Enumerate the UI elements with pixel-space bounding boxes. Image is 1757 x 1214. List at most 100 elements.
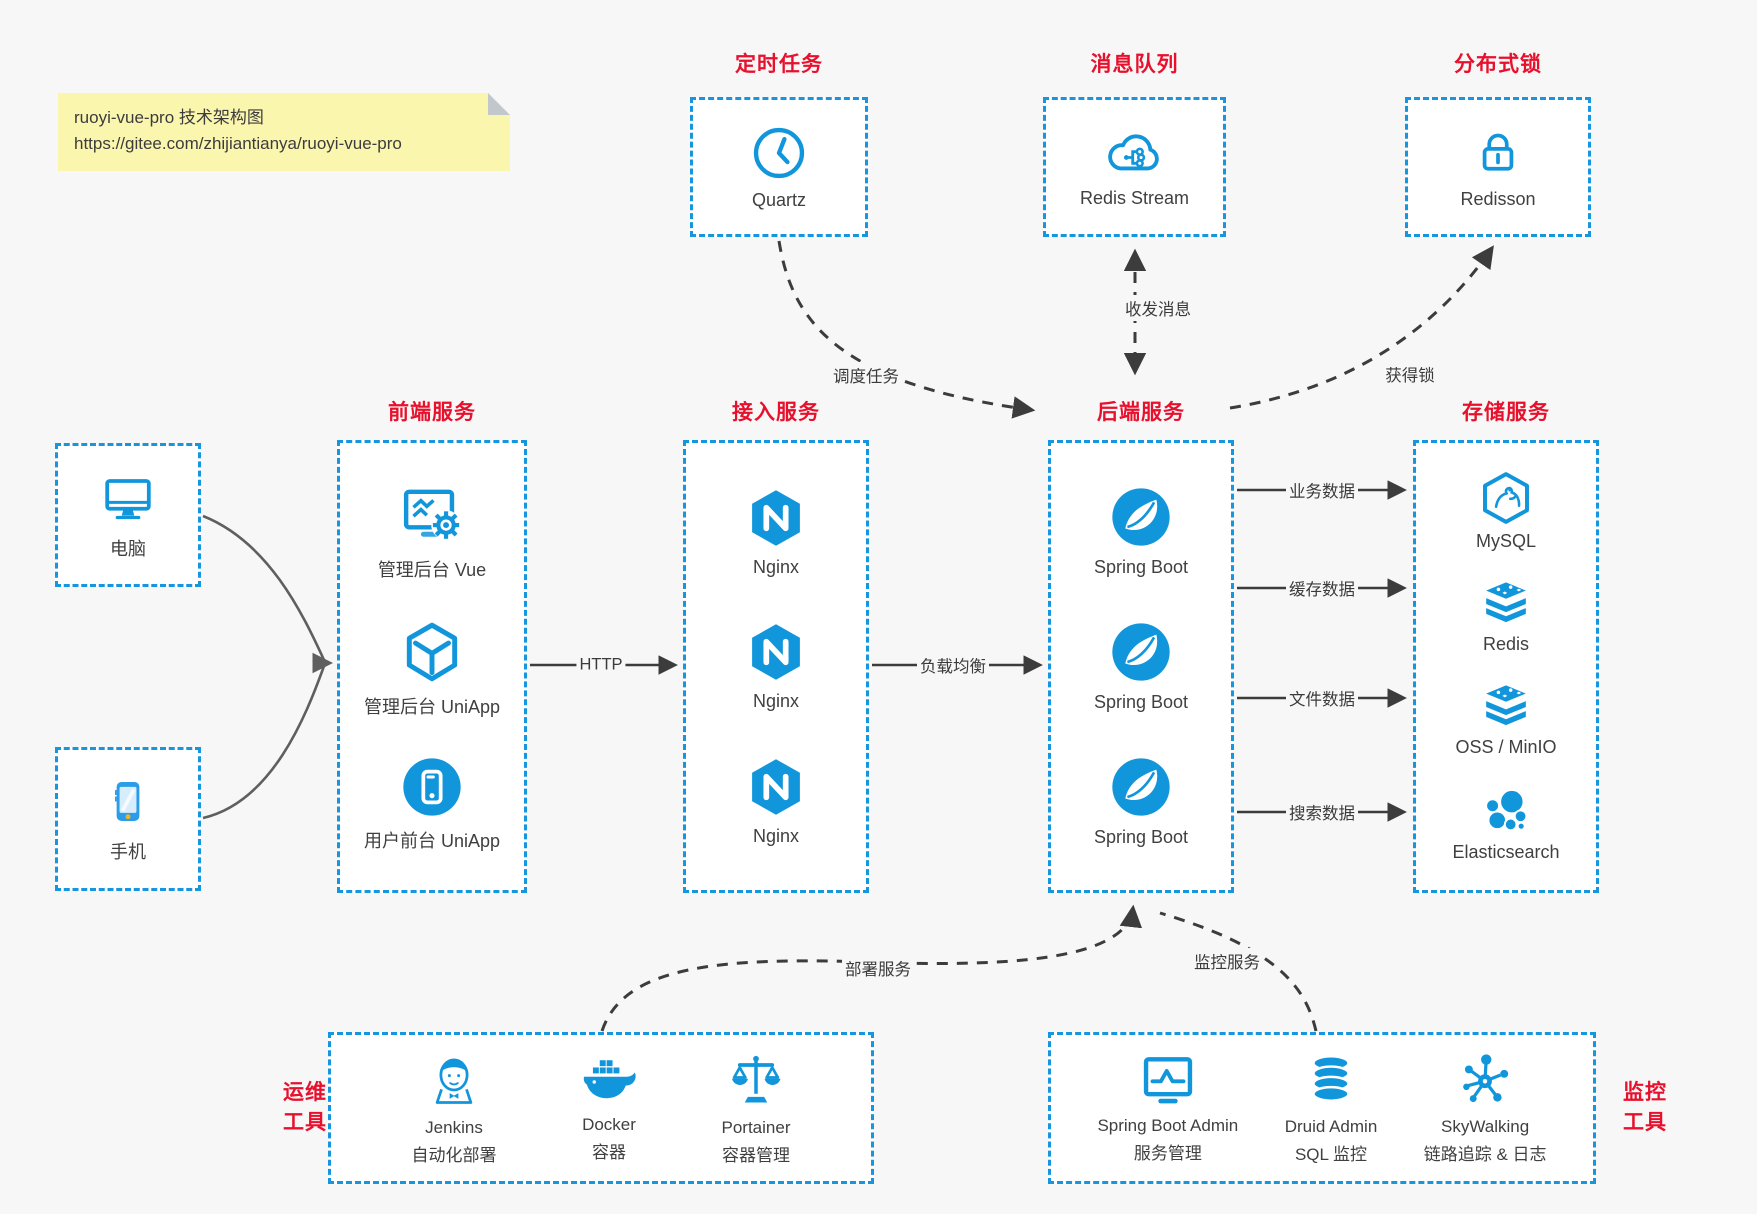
nginx-node: Nginx: [745, 621, 807, 712]
mysql-icon: [1483, 472, 1529, 524]
edge-label-monitor: 监控服务: [1191, 948, 1263, 974]
portainer-scales-icon: [731, 1055, 781, 1103]
phone-icon: [115, 781, 140, 821]
edge-label-load-balance: 负载均衡: [917, 652, 989, 678]
node-label: 手机: [110, 842, 146, 862]
node-label: 管理后台 UniApp: [363, 696, 501, 717]
database-icon: [1312, 1055, 1350, 1102]
monitor-side-label-line2: 工具: [1623, 1111, 1667, 1134]
mq-group-box: Redis Stream: [1043, 97, 1226, 237]
note-url: https://gitee.com/zhijiantianya/ruoyi-vu…: [74, 134, 402, 153]
edge-label-schedule: 调度任务: [830, 362, 902, 388]
elasticsearch-icon: [1485, 789, 1528, 832]
column-title-storage: 存储服务: [1462, 401, 1550, 424]
spring-icon: [1112, 488, 1170, 546]
uniapp-cube-icon: [406, 622, 458, 681]
druid-admin-node: Druid Admin SQL 监控: [1284, 1049, 1378, 1167]
node-desc: 容器管理: [721, 1146, 790, 1165]
docker-icon: [583, 1060, 636, 1099]
nginx-icon: [752, 624, 800, 680]
skywalking-node: SkyWalking 链路追踪 & 日志: [1424, 1049, 1547, 1167]
clock-icon: [753, 127, 805, 178]
ops-side-label: 运维 工具: [272, 1078, 338, 1138]
network-hub-icon: [1463, 1054, 1509, 1103]
redis-stream-node: Redis Stream: [1080, 126, 1189, 209]
client-computer-box: 电脑: [55, 443, 201, 587]
node-label: Redisson: [1460, 188, 1536, 209]
edge-label-message: 收发消息: [1122, 295, 1194, 321]
quartz-node: Quartz: [750, 124, 808, 211]
layers-icon: [1486, 582, 1526, 623]
edge-label-http: HTTP: [576, 654, 626, 676]
edge-label-file-data: 文件数据: [1286, 685, 1358, 711]
redisson-node: Redisson: [1460, 125, 1536, 210]
sticky-note: ruoyi-vue-pro 技术架构图 https://gitee.com/zh…: [58, 93, 510, 171]
redis-node: Redis: [1478, 579, 1534, 655]
group-title-scheduler: 定时任务: [735, 53, 823, 76]
node-name: Portainer: [721, 1118, 791, 1137]
column-title-frontend: 前端服务: [388, 401, 476, 424]
admin-uniapp-node: 管理后台 UniApp: [364, 619, 500, 719]
admin-vue-icon: [403, 489, 461, 540]
backend-column-box: Spring Boot Spring Boot Spring Boot: [1048, 440, 1234, 893]
nginx-icon: [752, 758, 800, 815]
edge-label-deploy: 部署服务: [842, 955, 914, 981]
monitor-side-label-line1: 监控: [1623, 1081, 1667, 1104]
column-title-gateway: 接入服务: [732, 401, 820, 424]
spring-icon: [1112, 758, 1170, 816]
node-name: Spring Boot Admin: [1097, 1116, 1239, 1135]
node-label: Spring Boot: [1093, 827, 1189, 847]
edge-phone-to-frontend: [202, 665, 326, 820]
node-label: Nginx: [752, 691, 800, 711]
node-label: MySQL: [1475, 531, 1536, 551]
nginx-icon: [752, 489, 800, 546]
node-label: 用户前台 UniApp: [363, 831, 501, 852]
node-label: Redis Stream: [1079, 187, 1190, 208]
monitor-pulse-icon: [1143, 1057, 1192, 1104]
ops-side-label-line1: 运维: [283, 1081, 327, 1104]
node-desc: 服务管理: [1133, 1144, 1202, 1163]
computer-node: 电脑: [97, 469, 159, 561]
monitor-side-label: 监控 工具: [1612, 1078, 1678, 1138]
ops-side-label-line2: 工具: [283, 1111, 327, 1134]
monitor-tools-box: Spring Boot Admin 服务管理 Druid Admin SQL 监…: [1048, 1032, 1596, 1184]
lock-icon: [1482, 133, 1514, 171]
node-name: Druid Admin: [1284, 1117, 1378, 1136]
computer-icon: [105, 479, 151, 520]
node-desc: 自动化部署: [411, 1146, 497, 1165]
portainer-node: Portainer 容器管理: [721, 1048, 791, 1168]
spring-boot-admin-node: Spring Boot Admin 服务管理: [1097, 1050, 1238, 1166]
spring-icon: [1112, 623, 1170, 681]
node-desc: 链路追踪 & 日志: [1423, 1145, 1547, 1164]
jenkins-icon: [435, 1058, 473, 1104]
edge-label-business-data: 业务数据: [1286, 477, 1358, 503]
ops-tools-box: Jenkins 自动化部署 Docker 容器: [328, 1032, 874, 1184]
user-uniapp-node: 用户前台 UniApp: [364, 755, 500, 853]
group-title-lock: 分布式锁: [1454, 53, 1542, 76]
node-label: 电脑: [110, 539, 146, 559]
node-label: Spring Boot: [1093, 557, 1189, 577]
node-name: Jenkins: [425, 1118, 483, 1137]
nginx-node: Nginx: [745, 487, 807, 578]
edge-schedule: [777, 240, 1036, 419]
admin-vue-node: 管理后台 Vue: [378, 480, 486, 582]
edge-label-lock: 获得锁: [1382, 361, 1438, 387]
user-uniapp-icon: [403, 758, 461, 816]
storage-column-box: MySQL Redis OSS / MinIO: [1413, 440, 1599, 893]
column-title-backend: 后端服务: [1097, 401, 1185, 424]
node-label: Elasticsearch: [1452, 842, 1560, 862]
edge-label-search-data: 搜索数据: [1286, 799, 1358, 825]
layers-icon: [1486, 685, 1526, 726]
elasticsearch-node: Elasticsearch: [1452, 785, 1560, 863]
node-name: SkyWalking: [1441, 1117, 1530, 1136]
spring-boot-node: Spring Boot: [1094, 485, 1188, 578]
lock-group-box: Redisson: [1405, 97, 1591, 237]
group-title-mq: 消息队列: [1090, 53, 1179, 76]
note-title: ruoyi-vue-pro 技术架构图: [74, 108, 264, 127]
node-label: Nginx: [752, 556, 800, 577]
scheduler-group-box: Quartz: [690, 97, 868, 237]
mysql-node: MySQL: [1476, 470, 1536, 552]
node-label: Quartz: [751, 189, 807, 210]
node-desc: 容器: [592, 1143, 626, 1162]
node-label: Nginx: [752, 825, 800, 846]
